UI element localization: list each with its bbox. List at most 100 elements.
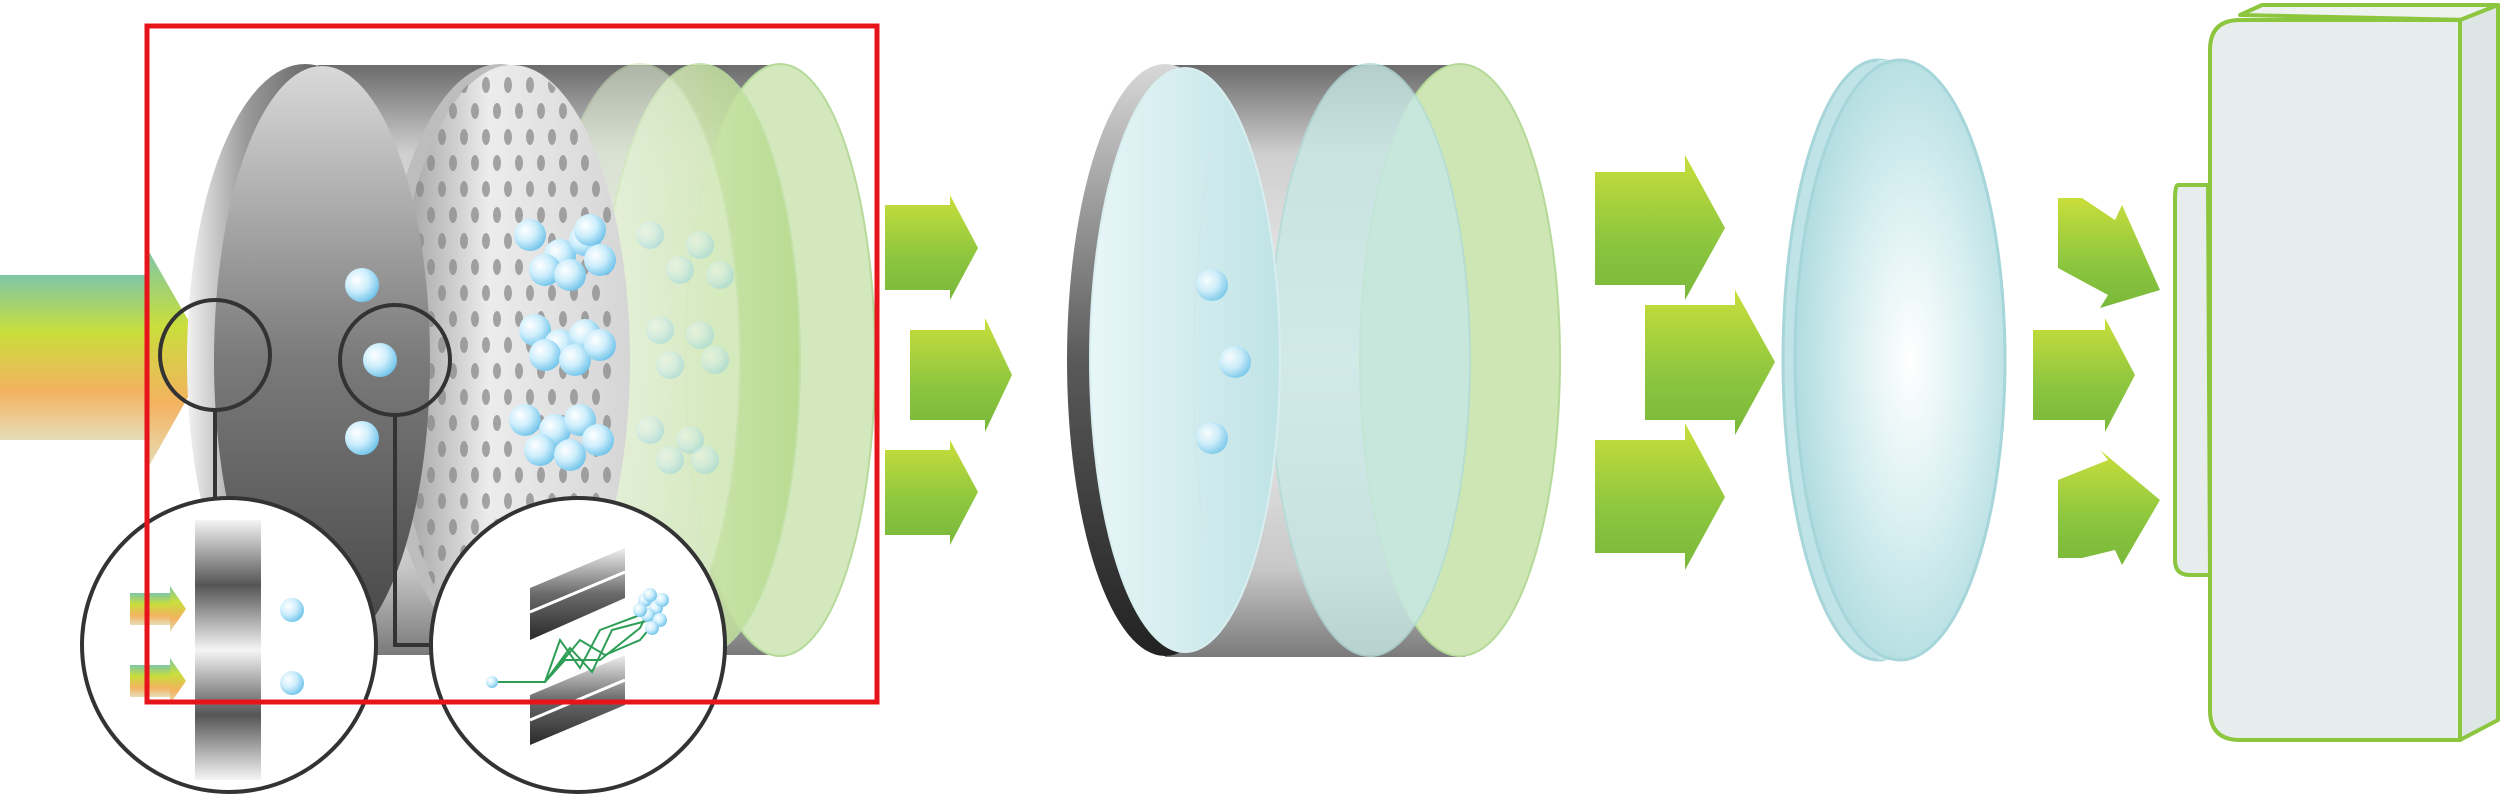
mesh-hole: [482, 337, 490, 353]
mesh-hole: [603, 467, 611, 483]
mesh-hole: [504, 129, 512, 145]
particle: [554, 439, 586, 471]
mesh-hole: [449, 467, 457, 483]
mesh-hole: [482, 233, 490, 249]
mesh-hole: [504, 233, 512, 249]
mesh-hole: [548, 129, 556, 145]
mesh-hole: [581, 467, 589, 483]
mesh-hole: [460, 337, 468, 353]
flow-arrow: [2058, 450, 2160, 565]
mesh-hole: [570, 129, 578, 145]
flow-arrow: [1595, 423, 1725, 570]
mesh-hole: [449, 155, 457, 171]
mesh-hole: [493, 467, 501, 483]
mesh-hole: [592, 389, 600, 405]
mesh-hole: [493, 311, 501, 327]
output-unit-right-face: [2458, 3, 2500, 742]
mesh-hole: [515, 207, 523, 223]
mesh-hole: [603, 207, 611, 223]
mesh-hole: [460, 233, 468, 249]
flow-arrow: [885, 440, 978, 545]
mesh-hole: [471, 311, 479, 327]
mesh-hole: [482, 493, 490, 509]
mesh-hole: [427, 259, 435, 275]
mesh-hole: [438, 285, 446, 301]
mesh-hole: [482, 389, 490, 405]
mesh-hole: [471, 207, 479, 223]
mesh-hole: [559, 467, 567, 483]
flow-arrows-2: [1595, 155, 1775, 570]
mesh-hole: [537, 467, 545, 483]
mesh-hole: [526, 285, 534, 301]
detail-arrow-top: [130, 586, 186, 632]
particle: [529, 339, 561, 371]
particle: [345, 268, 379, 302]
mesh-hole: [570, 389, 578, 405]
flow-arrow: [885, 195, 978, 300]
mesh-hole: [438, 337, 446, 353]
flow-arrow: [1595, 155, 1725, 300]
mesh-hole: [493, 415, 501, 431]
particle: [514, 219, 546, 251]
mesh-hole: [460, 181, 468, 197]
mesh-hole: [460, 129, 468, 145]
mesh-hole: [559, 103, 567, 119]
mesh-hole: [515, 155, 523, 171]
mesh-hole: [493, 363, 501, 379]
mesh-hole: [603, 311, 611, 327]
mesh-hole: [471, 467, 479, 483]
stage-highlight-box: [144, 23, 880, 705]
mesh-hole: [570, 181, 578, 197]
output-unit-top-face: [2238, 3, 2500, 22]
particle: [691, 446, 719, 474]
particle: [1196, 422, 1228, 454]
mesh-hole: [559, 155, 567, 171]
mesh-hole: [526, 77, 534, 93]
mesh-hole: [493, 103, 501, 119]
mesh-hole: [526, 129, 534, 145]
mesh-hole: [416, 493, 424, 509]
mesh-hole: [493, 259, 501, 275]
particle: [584, 244, 616, 276]
mesh-hole: [603, 363, 611, 379]
output-unit-front-face: [2208, 18, 2462, 742]
particle: [656, 446, 684, 474]
mesh-hole: [438, 493, 446, 509]
mesh-hole: [493, 207, 501, 223]
second-filter-assembly: [1067, 63, 1561, 657]
particle: [554, 259, 586, 291]
flow-arrow: [1645, 290, 1775, 435]
particle: [676, 426, 704, 454]
mesh-hole: [460, 493, 468, 509]
particle: [686, 321, 714, 349]
mesh-hole: [515, 103, 523, 119]
flow-arrows-1: [885, 195, 1012, 545]
captured-particles: [1196, 269, 1251, 454]
particle: [706, 261, 734, 289]
particle: [363, 343, 397, 377]
angled-plate-detail: [429, 496, 727, 794]
flow-arrows-3: [2033, 198, 2160, 565]
output-unit-side-panel: [2173, 183, 2212, 577]
mesh-hole: [482, 285, 490, 301]
filter-layer-detail: [80, 496, 378, 794]
mesh-hole: [471, 415, 479, 431]
mesh-hole: [537, 207, 545, 223]
particle: [636, 416, 664, 444]
detail-arrow-bottom: [130, 658, 186, 704]
mesh-hole: [438, 129, 446, 145]
mesh-hole: [515, 259, 523, 275]
mesh-hole: [559, 311, 567, 327]
mesh-hole: [416, 181, 424, 197]
mesh-hole: [449, 415, 457, 431]
mesh-hole: [559, 207, 567, 223]
particle: [636, 221, 664, 249]
particle: [1219, 346, 1251, 378]
particle: [686, 231, 714, 259]
mesh-hole: [449, 311, 457, 327]
mesh-hole: [449, 259, 457, 275]
mesh-hole: [504, 77, 512, 93]
mesh-hole: [482, 77, 490, 93]
mesh-hole: [592, 285, 600, 301]
